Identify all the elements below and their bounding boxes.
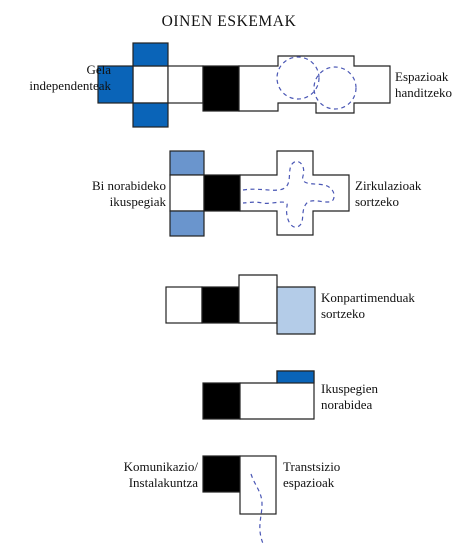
dashed-circle [313, 66, 357, 110]
label-independent-rooms: Gela [86, 62, 111, 77]
cell-mid-blue [169, 210, 205, 237]
scheme-expanding-spaces [238, 55, 391, 114]
cell-blue [97, 65, 134, 104]
scheme-circulation [239, 150, 350, 236]
label-compartments-2: sortzeko [321, 306, 365, 321]
diagram-title: OINEN ESKEMAK [162, 13, 297, 30]
cell-outline [132, 65, 169, 104]
label-communication: Komunikazio/ [124, 459, 199, 474]
dashed-circulation-path [242, 160, 335, 228]
scheme-compartments [165, 274, 316, 335]
label-transition-2: espazioak [283, 475, 335, 490]
label-communication-2: Instalakuntza [129, 475, 199, 490]
cell-light-blue [276, 286, 316, 335]
label-transition: Transtsizio [283, 459, 340, 474]
label-independent-rooms-2: independenteak [29, 78, 111, 93]
cell-outline [239, 455, 277, 515]
label-expanding-spaces-2: handitzeko [395, 85, 452, 100]
cell-outline [165, 286, 203, 324]
cell-blue [132, 42, 169, 67]
label-circulation: Zirkulazioak [355, 178, 422, 193]
cell-black [203, 174, 241, 212]
cell-black [202, 65, 240, 112]
label-two-way-views-2: ikuspegiak [110, 194, 167, 209]
scheme-two-way-views [169, 150, 241, 237]
cell-outline [169, 174, 205, 212]
scheme-independent-rooms [97, 42, 240, 128]
label-view-direction-2: norabidea [321, 397, 372, 412]
label-view-direction: Ikuspegien [321, 381, 379, 396]
cell-blue [276, 370, 315, 384]
cell-mid-blue [169, 150, 205, 176]
cell-outline [238, 274, 278, 324]
scheme-view-direction [202, 370, 315, 420]
cell-black [201, 286, 240, 324]
label-circulation-2: sortzeko [355, 194, 399, 209]
label-compartments: Konpartimenduak [321, 290, 415, 305]
dashed-transition-path [250, 473, 265, 547]
label-expanding-spaces: Espazioak [395, 69, 449, 84]
cell-outline [167, 65, 204, 104]
cell-black [202, 382, 241, 420]
cell-blue [132, 102, 169, 128]
cell-outline [239, 150, 350, 236]
label-two-way-views: Bi norabideko [92, 178, 166, 193]
scheme-transition [202, 455, 277, 547]
dashed-circle [276, 56, 320, 100]
cell-black [202, 455, 241, 493]
